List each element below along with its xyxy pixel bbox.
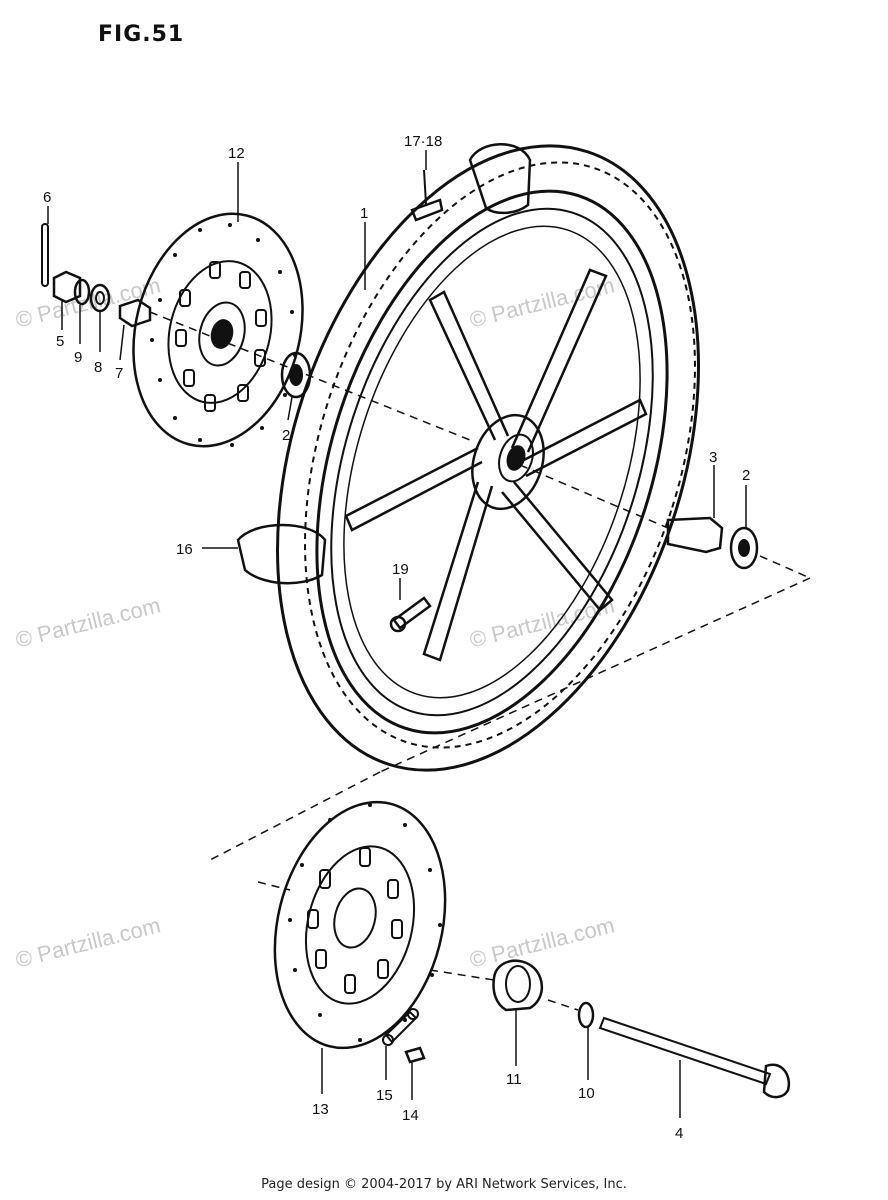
balancer-weight-17-18	[410, 169, 444, 222]
washer-8	[89, 283, 111, 313]
bolt-14	[404, 1046, 426, 1064]
callout-8: 8	[94, 359, 102, 376]
callout-4: 4	[675, 1125, 683, 1142]
lock-washer-15	[382, 1008, 419, 1046]
callout-1: 1	[360, 205, 368, 222]
spacer-3	[666, 516, 724, 554]
footer-copyright: Page design © 2004-2017 by ARI Network S…	[261, 1177, 627, 1192]
brake-disc-front-view	[273, 800, 447, 1050]
callout-2-left: 2	[282, 427, 290, 444]
callout-19: 19	[392, 561, 409, 578]
assembly-guides	[149, 311, 811, 1011]
washer-10	[577, 1001, 595, 1029]
callout-16: 16	[176, 541, 193, 558]
axle-4	[598, 1016, 791, 1099]
gear-box-11	[492, 959, 543, 1012]
callout-15: 15	[376, 1087, 393, 1104]
callout-2-right: 2	[742, 467, 750, 484]
callout-11: 11	[506, 1071, 522, 1088]
valve-19	[389, 596, 432, 633]
callout-3: 3	[709, 449, 717, 466]
callout-6: 6	[43, 189, 51, 206]
callout-17-18: 17·18	[404, 133, 442, 150]
callout-12: 12	[228, 145, 245, 162]
nut-5	[52, 270, 82, 304]
washer-9	[73, 278, 91, 306]
cotter-pin-6	[41, 223, 49, 287]
spacer-7	[118, 298, 152, 328]
callout-7: 7	[115, 365, 123, 382]
callout-9: 9	[74, 349, 82, 366]
callout-5: 5	[56, 333, 64, 350]
wheel-hub	[471, 413, 545, 511]
bearing-2-right	[729, 526, 759, 570]
brake-disc-rear-view	[132, 212, 304, 448]
callout-10: 10	[578, 1085, 595, 1102]
page-title: FIG.51	[98, 22, 185, 47]
leader-lines	[47, 150, 747, 1118]
wheel-tire	[236, 143, 700, 772]
wheel-spokes	[344, 268, 648, 662]
callout-14: 14	[402, 1107, 419, 1124]
callout-13: 13	[312, 1101, 329, 1118]
